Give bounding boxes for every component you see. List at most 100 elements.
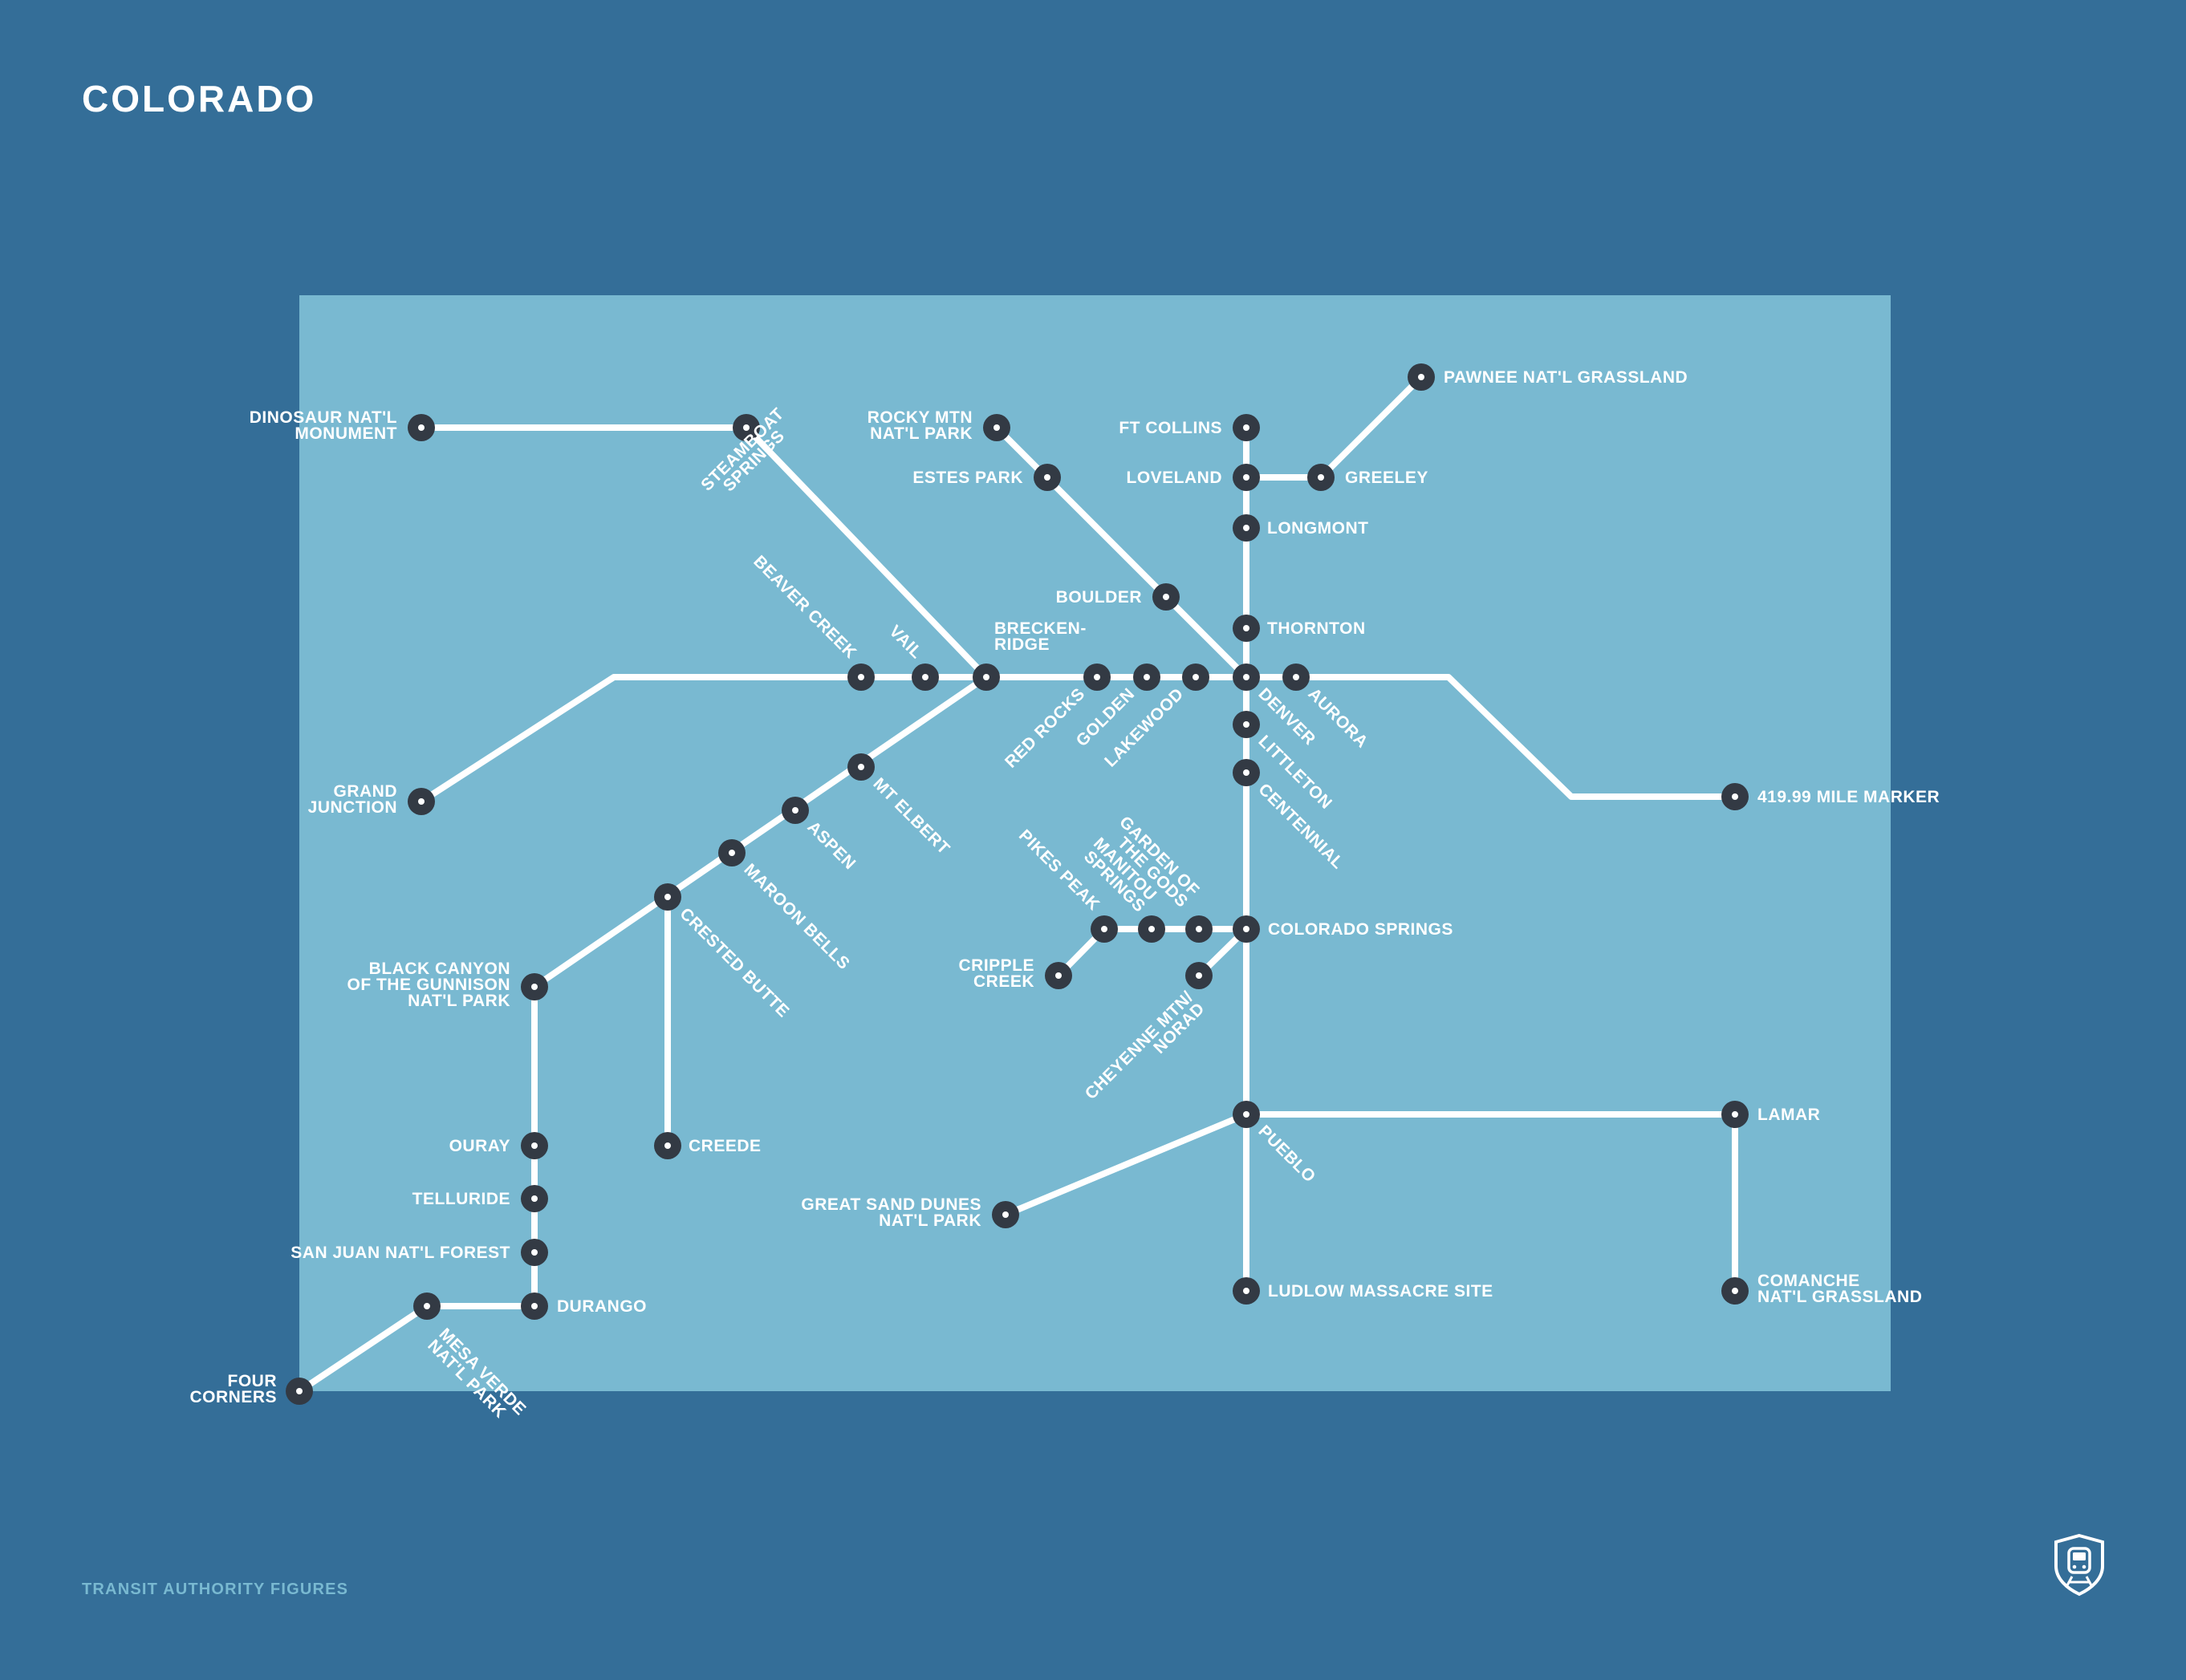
station-label-breck: BRECKEN-RIDGE [994,619,1087,654]
station-telluride[interactable] [521,1185,548,1212]
station-creede[interactable] [654,1132,681,1159]
station-dinosaur[interactable] [408,414,435,441]
station-aspen[interactable] [782,797,809,824]
station-label-line: ROCKY MTN [867,408,973,427]
station-label-line: CRIPPLE [958,956,1034,975]
station-label-line: FT COLLINS [1119,419,1222,437]
station-vail[interactable] [912,663,939,691]
station-label-line: GREELEY [1345,469,1428,487]
station-label-line: 419.99 MILE MARKER [1757,788,1940,806]
station-sanjuan[interactable] [521,1239,548,1266]
station-label-line: NAT'L GRASSLAND [1757,1288,1922,1306]
station-cosprings[interactable] [1233,915,1260,943]
station-crested[interactable] [654,883,681,911]
station-label-line: COMANCHE [1757,1272,1860,1290]
station-label-greeley: GREELEY [1345,469,1428,487]
station-label-line: SAN JUAN NAT'L FOREST [291,1244,510,1262]
station-steamboat[interactable] [733,414,760,441]
station-label-thornton: THORNTON [1267,619,1366,638]
station-centennial[interactable] [1233,759,1260,786]
station-beaver[interactable] [847,663,875,691]
station-greatsand[interactable] [992,1201,1019,1228]
station-estes[interactable] [1034,464,1061,491]
station-littleton[interactable] [1233,711,1260,738]
station-label-line: LOVELAND [1127,469,1223,487]
station-thornton[interactable] [1233,615,1260,642]
station-label-pawnee: PAWNEE NAT'L GRASSLAND [1444,368,1688,387]
station-denver[interactable] [1233,663,1260,691]
station-garden[interactable] [1185,915,1213,943]
station-label-line: LUDLOW MASSACRE SITE [1268,1282,1493,1301]
station-ouray[interactable] [521,1132,548,1159]
station-label-loveland: LOVELAND [1127,469,1223,487]
station-label-line: CREEK [973,972,1034,991]
station-label-line: CORNERS [189,1388,277,1406]
station-rocky[interactable] [983,414,1010,441]
station-label-line: BOULDER [1056,588,1142,607]
station-ftcollins[interactable] [1233,414,1260,441]
station-label-line: ESTES PARK [912,469,1023,487]
station-golden[interactable] [1133,663,1160,691]
station-boulder[interactable] [1152,583,1180,611]
station-label-line: PAWNEE NAT'L GRASSLAND [1444,368,1688,387]
station-maroon[interactable] [718,839,746,866]
station-milemarker[interactable] [1721,783,1749,810]
station-label-line: DINOSAUR NAT'L [250,408,397,427]
station-label-line: BRECKEN- [994,619,1087,638]
station-label-line: RIDGE [994,635,1050,654]
station-lakewood[interactable] [1182,663,1209,691]
station-label-boulder: BOULDER [1056,588,1142,607]
station-label-longmont: LONGMONT [1267,519,1368,538]
station-greeley[interactable] [1307,464,1335,491]
station-label-lamar: LAMAR [1757,1106,1820,1124]
station-label-ouray: OURAY [449,1137,510,1155]
station-blackcanyon[interactable] [521,973,548,1000]
station-label-ludlow: LUDLOW MASSACRE SITE [1268,1282,1493,1301]
station-longmont[interactable] [1233,514,1260,542]
station-label-milemarker: 419.99 MILE MARKER [1757,788,1940,806]
station-durango[interactable] [521,1292,548,1320]
train-shield-icon [2054,1533,2104,1597]
station-breck[interactable] [973,663,1000,691]
station-label-telluride: TELLURIDE [412,1190,510,1208]
station-label-line: BLACK CANYON [369,960,510,978]
station-comanche[interactable] [1721,1277,1749,1305]
station-cripple[interactable] [1045,962,1072,989]
station-label-line: GREAT SAND DUNES [801,1195,981,1214]
station-label-line: GRAND [334,782,398,801]
station-label-line: MONUMENT [295,424,397,443]
station-mtelbert[interactable] [847,753,875,781]
station-cheyenne[interactable] [1185,962,1213,989]
station-pawnee[interactable] [1408,363,1435,391]
station-pueblo[interactable] [1233,1101,1260,1128]
station-redrocks[interactable] [1083,663,1111,691]
station-label-line: THORNTON [1267,619,1366,638]
station-manitou[interactable] [1138,915,1165,943]
station-label-line: LAMAR [1757,1106,1820,1124]
route-line-6 [296,674,989,1394]
footer-credit: TRANSIT AUTHORITY FIGURES [82,1581,349,1598]
station-label-cosprings: COLORADO SPRINGS [1268,920,1453,939]
page-title: COLORADO [82,78,317,120]
state-panel [299,295,1891,1391]
station-label-line: LONGMONT [1267,519,1368,538]
station-aurora[interactable] [1282,663,1310,691]
station-label-line: DURANGO [557,1297,647,1316]
station-lamar[interactable] [1721,1101,1749,1128]
station-loveland[interactable] [1233,464,1260,491]
station-label-line: NAT'L PARK [870,424,973,443]
station-ludlow[interactable] [1233,1277,1260,1305]
station-grandjct[interactable] [408,788,435,815]
station-label-line: COLORADO SPRINGS [1268,920,1453,939]
station-fourcorners[interactable] [286,1378,313,1405]
station-pikes[interactable] [1091,915,1118,943]
station-mesaverde[interactable] [413,1292,441,1320]
route-line-8 [1055,926,1249,979]
